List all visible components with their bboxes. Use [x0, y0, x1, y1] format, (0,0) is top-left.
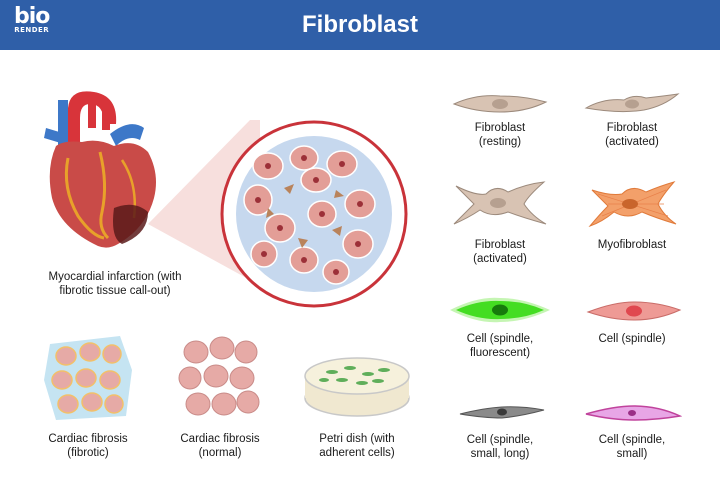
caption-line: Myocardial infarction (with [48, 271, 182, 283]
petri-dish-caption: Petri dish (with adherent cells) [296, 432, 418, 460]
caption-line: fluorescent) [469, 347, 531, 359]
caption-line: (fibrotic) [67, 447, 109, 459]
page-title: Fibroblast [301, 11, 418, 38]
caption-line: Fibroblast [474, 122, 526, 134]
cell-spindle-fluorescent-caption: Cell (spindle, fluorescent) [440, 332, 560, 360]
cell-spindle-small-long-caption: Cell (spindle, small, long) [440, 433, 560, 461]
fibroblast-activated-icon [584, 93, 680, 113]
caption-line: Cell (spindle) [598, 333, 666, 345]
caption-line: (activated) [473, 253, 527, 265]
fibroblast-resting-icon [452, 95, 548, 113]
caption-line: Petri dish (with [319, 433, 395, 445]
cell-spindle-small-icon [585, 405, 682, 421]
caption-line: Myofibroblast [597, 239, 667, 251]
biorender-logo[interactable]: bio RENDER [14, 4, 50, 34]
caption-line: Cardiac fibrosis [48, 433, 128, 445]
cell-spindle-small-caption: Cell (spindle, small) [572, 433, 692, 461]
fibroblast-activated-star-icon [453, 181, 547, 225]
caption-line: Cell (spindle, [466, 333, 534, 345]
heart-caption: Myocardial infarction (with fibrotic tis… [30, 270, 200, 298]
caption-line: Cell (spindle, [598, 434, 666, 446]
caption-line: small, long) [470, 448, 530, 460]
cardiac-normal-caption: Cardiac fibrosis (normal) [160, 432, 280, 460]
petri-dish-icon [304, 357, 410, 417]
myofibroblast-caption: Myofibroblast [572, 238, 692, 252]
heart-icon [44, 91, 156, 248]
caption-line: Cardiac fibrosis [180, 433, 260, 445]
fibrotic-tissue-callout-icon [220, 120, 408, 308]
logo-bottom-text: RENDER [14, 26, 50, 34]
header-bar: bio RENDER Fibroblast [0, 0, 720, 50]
caption-line: Cell (spindle, [466, 434, 534, 446]
caption-line: (activated) [605, 136, 659, 148]
cell-spindle-small-long-icon [459, 406, 545, 419]
caption-line: (normal) [198, 447, 242, 459]
myofibroblast-icon [588, 181, 677, 228]
fibroblast-activated-caption: Fibroblast (activated) [572, 121, 692, 149]
cardiac-fibrotic-caption: Cardiac fibrosis (fibrotic) [28, 432, 148, 460]
cardiac-fibrosis-fibrotic-icon [44, 336, 132, 420]
caption-line: small) [616, 448, 648, 460]
cell-spindle-icon [586, 301, 682, 321]
cell-spindle-caption: Cell (spindle) [572, 332, 692, 346]
caption-line: fibrotic tissue call-out) [59, 285, 171, 297]
cardiac-fibrosis-normal-icon [178, 336, 260, 416]
caption-line: (resting) [478, 136, 522, 148]
fibroblast-resting-caption: Fibroblast (resting) [440, 121, 560, 149]
cell-spindle-fluorescent-icon [450, 297, 550, 323]
caption-line: adherent cells) [319, 447, 395, 459]
fibroblast-activated-star-caption: Fibroblast (activated) [440, 238, 560, 266]
logo-top-text: bio [14, 4, 50, 29]
caption-line: Fibroblast [474, 239, 526, 251]
caption-line: Fibroblast [606, 122, 658, 134]
